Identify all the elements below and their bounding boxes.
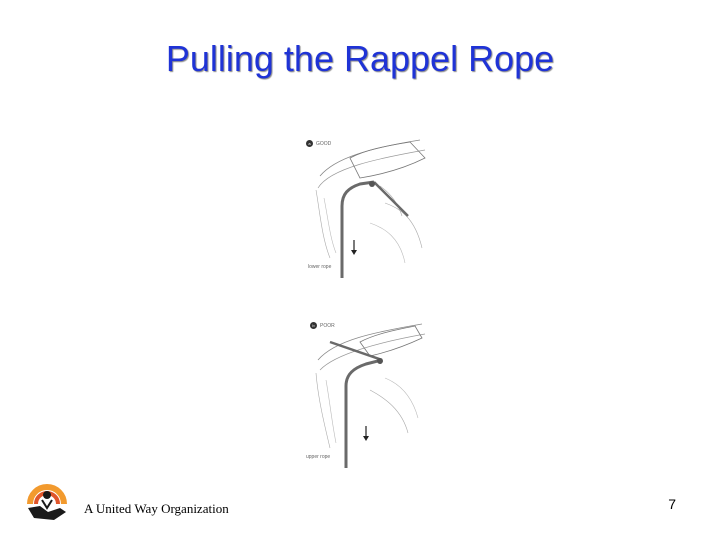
slide-title: Pulling the Rappel Rope [165,38,555,79]
panel-a-label: GOOD [316,141,332,147]
united-way-logo-icon [24,478,70,524]
panel-good-drawing [315,139,426,278]
panel-poor-drawing [315,323,426,468]
footer-organization-text: A United Way Organization [84,501,229,516]
panel-a-badge: a [306,140,313,147]
panel-b-rope-label: upper rope [306,454,331,460]
rappel-rope-illustration: a GOOD lower rope b POOR upper rope [290,128,440,473]
panel-a-rope-label: lower rope [308,264,332,270]
panel-b-badge: b [310,322,317,329]
panel-b-label: POOR [320,323,335,329]
rope-diagram-svg [315,139,426,468]
page-number: 7 [668,496,676,512]
